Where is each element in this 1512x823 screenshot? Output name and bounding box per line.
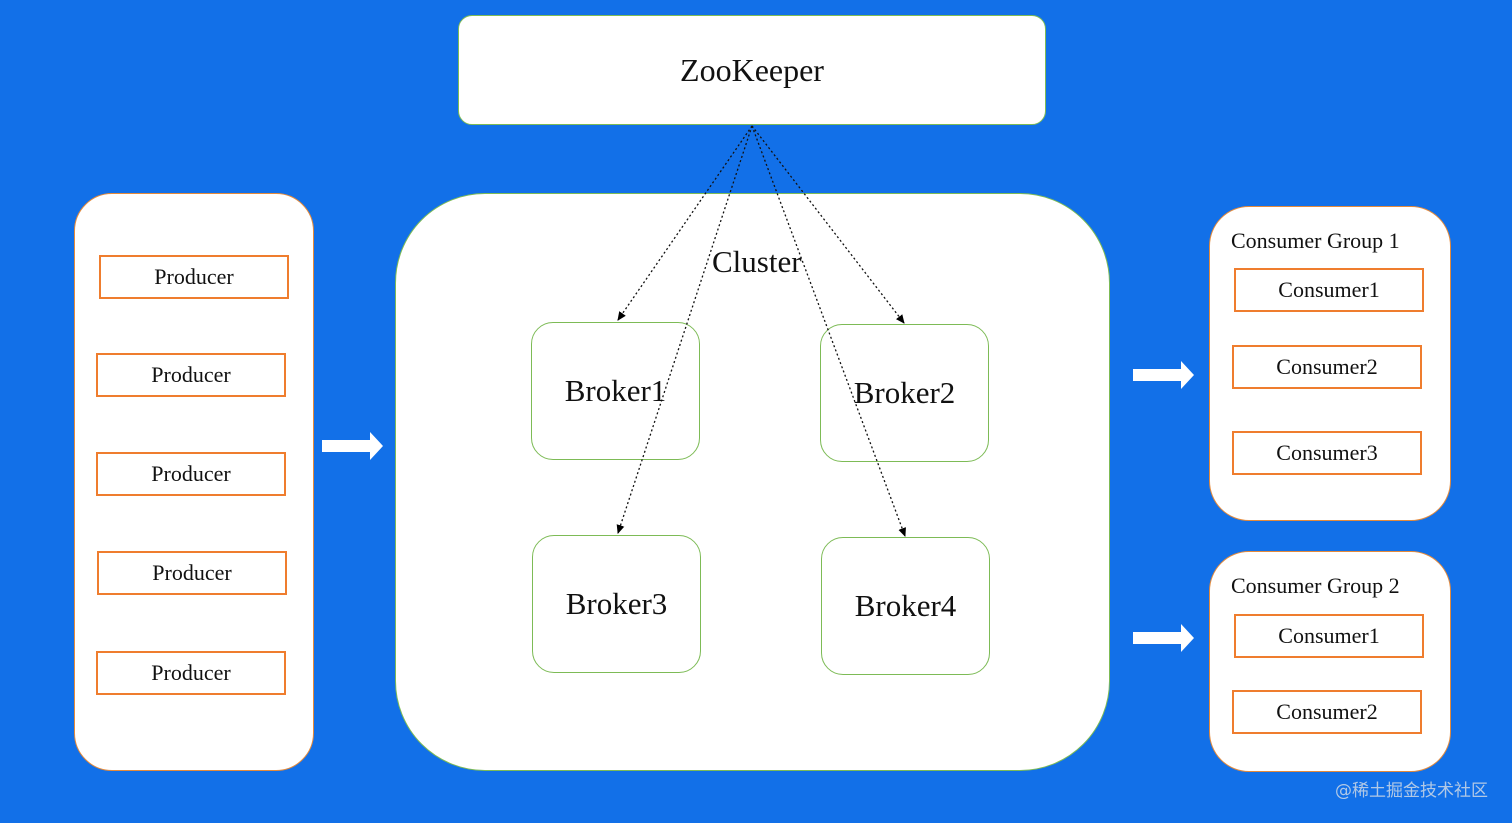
cluster-label: Cluster [712,244,802,279]
consumer-box: Consumer2 [1232,345,1422,389]
broker-box: Broker3 [532,535,701,673]
consumer-label: Consumer2 [1276,699,1378,724]
broker-label: Broker4 [854,588,957,623]
broker-box: Broker4 [821,537,990,675]
producer-box: Producer [96,651,286,695]
producer-label: Producer [151,660,231,685]
producer-box: Producer [96,452,286,496]
producer-label: Producer [151,461,231,486]
broker-label: Broker1 [564,373,667,408]
consumer-label: Consumer3 [1276,440,1378,465]
consumer-box: Consumer3 [1232,431,1422,475]
cluster-to-group2-arrow-icon [1133,624,1194,652]
consumer-label: Consumer1 [1278,277,1380,302]
consumer-box: Consumer1 [1234,268,1424,312]
consumer-box: Consumer2 [1232,690,1422,734]
consumer-group-2-title: Consumer Group 2 [1231,573,1400,598]
zookeeper-box: ZooKeeper [458,15,1046,125]
producers-to-cluster-arrow-icon [322,432,383,460]
broker-box: Broker2 [820,324,989,462]
broker-box: Broker1 [531,322,700,460]
producer-box: Producer [99,255,289,299]
broker-label: Broker3 [565,586,668,621]
consumer-label: Consumer1 [1278,623,1380,648]
producer-box: Producer [97,551,287,595]
consumer-box: Consumer1 [1234,614,1424,658]
broker-label: Broker2 [853,375,956,410]
producer-label: Producer [152,560,232,585]
producer-label: Producer [151,362,231,387]
cluster-to-group1-arrow-icon [1133,361,1194,389]
consumer-group-1-title: Consumer Group 1 [1231,228,1400,253]
watermark: @稀土掘金技术社区 [1335,781,1488,801]
consumer-group-2-panel [1209,551,1451,772]
consumer-label: Consumer2 [1276,354,1378,379]
producer-box: Producer [96,353,286,397]
zookeeper-label: ZooKeeper [680,51,824,88]
producer-label: Producer [154,264,234,289]
